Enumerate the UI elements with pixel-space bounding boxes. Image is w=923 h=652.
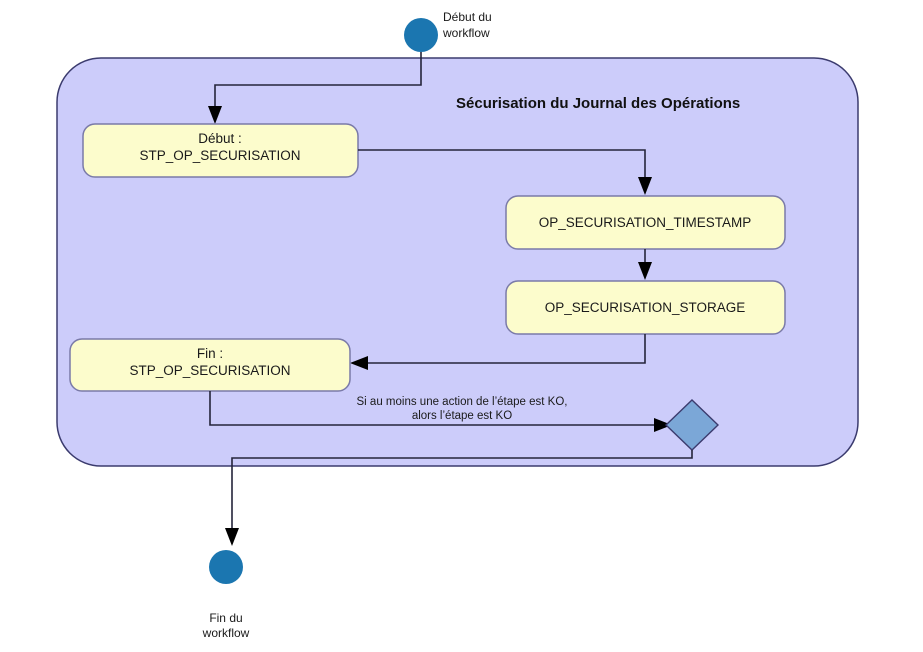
activity-end-step-label-line1: Fin : (197, 346, 223, 361)
edge-decision-to-end-node-arrow (225, 528, 239, 546)
end-node-circle (209, 550, 243, 584)
start-node-circle (404, 18, 438, 52)
edge-end-step-to-decision (209, 391, 655, 426)
activity-start-step-label-line2: STP_OP_SECURISATION (139, 148, 300, 163)
edge-start-step-to-timestamp-arrow (638, 177, 652, 195)
edge-end-step-to-decision-arrow (654, 418, 672, 432)
edge-decision-to-end-node (231, 450, 693, 530)
start-node-label-line1: Début du (443, 10, 492, 24)
edge-storage-to-end-step-arrow (350, 356, 368, 370)
decision-label-line1: Si au moins une action de l’étape est KO… (357, 396, 568, 408)
activity-start-step-label-line1: Début : (198, 131, 242, 146)
edge-start-to-start-step (214, 52, 422, 108)
edge-start-to-start-step-arrow (208, 106, 222, 124)
end-node-label-line1: Fin du (209, 611, 242, 625)
decision-label-line2: alors l’étape est KO (412, 410, 512, 422)
start-node-label-line2: workflow (442, 26, 490, 40)
panel-title: Sécurisation du Journal des Opérations (456, 95, 740, 112)
edge-storage-to-end-step (367, 334, 646, 364)
edge-start-step-to-timestamp (358, 149, 646, 178)
activity-timestamp-step-label: OP_SECURISATION_TIMESTAMP (539, 215, 752, 230)
end-node-label-line2: workflow (202, 626, 250, 640)
edge-timestamp-to-storage-arrow (638, 262, 652, 280)
activity-storage-step-label: OP_SECURISATION_STORAGE (545, 300, 746, 315)
activity-end-step-label-line2: STP_OP_SECURISATION (129, 363, 290, 378)
